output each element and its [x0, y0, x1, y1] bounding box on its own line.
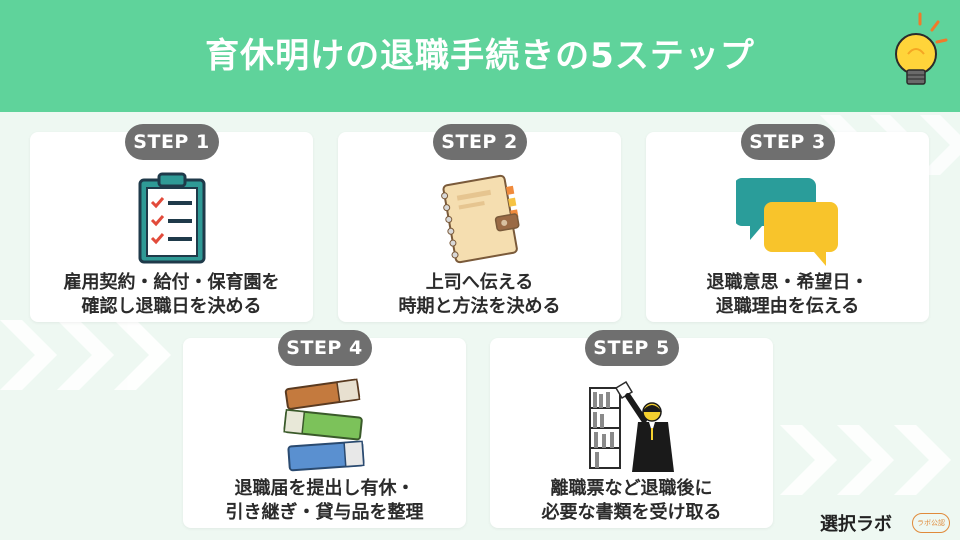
book-stack-icon: [282, 378, 365, 472]
speech-bubbles-icon: [735, 178, 838, 266]
header-banner: [0, 0, 960, 112]
step-description-line2: 引き継ぎ・貸与品を整理: [225, 502, 424, 523]
brand-name: 選択ラボ: [820, 514, 892, 535]
step-badge: STEP 3: [740, 124, 835, 160]
step-card-4: STEP 4 退職届を提出し有休・ 引き継ぎ・貸与品を整理: [183, 330, 466, 528]
step-description-line1: 上司へ伝える: [425, 272, 534, 293]
step-card-5: STEP 5 離職票など退職後に 必要な書類を受け取る: [490, 330, 773, 528]
step-description-line2: 必要な書類を受け取る: [541, 502, 722, 523]
chevron-decoration-left: [0, 320, 171, 390]
brand-seal: ラボ公認: [912, 513, 950, 533]
step-description-line1: 離職票など退職後に: [550, 478, 713, 499]
step-description-line2: 確認し退職日を決める: [81, 296, 262, 317]
step-card-2: STEP 2 上司へ伝える 時期と方法を決める: [338, 124, 621, 322]
chevron-decoration-bottom-right: [780, 425, 951, 495]
step-card-3: STEP 3 退職意思・希望日・ 退職理由を伝える: [646, 124, 929, 322]
step-description-line1: 退職届を提出し有休・: [234, 478, 415, 499]
clipboard-checklist-icon: [138, 172, 205, 264]
page-title: 育休明けの退職手続きの5ステップ: [205, 36, 755, 76]
step-badge: STEP 5: [584, 330, 679, 366]
step-description-line2: 時期と方法を決める: [398, 296, 561, 317]
planner-notebook-icon: [440, 174, 519, 264]
person-reaching-shelf-icon: [588, 380, 674, 472]
step-badge: STEP 2: [432, 124, 527, 160]
step-badge: STEP 4: [277, 330, 372, 366]
brand-logo: 選択ラボ ラボ公認: [820, 510, 952, 536]
step-description-line1: 雇用契約・給付・保育園を: [63, 272, 280, 293]
step-badge: STEP 1: [124, 124, 219, 160]
step-description-line2: 退職理由を伝える: [715, 296, 860, 317]
step-description-line1: 退職意思・希望日・: [706, 272, 869, 293]
light-bulb-icon: [895, 12, 948, 85]
step-card-1: STEP 1 雇用契約・給付・保育園を 確認し退職日を決める: [30, 124, 313, 322]
